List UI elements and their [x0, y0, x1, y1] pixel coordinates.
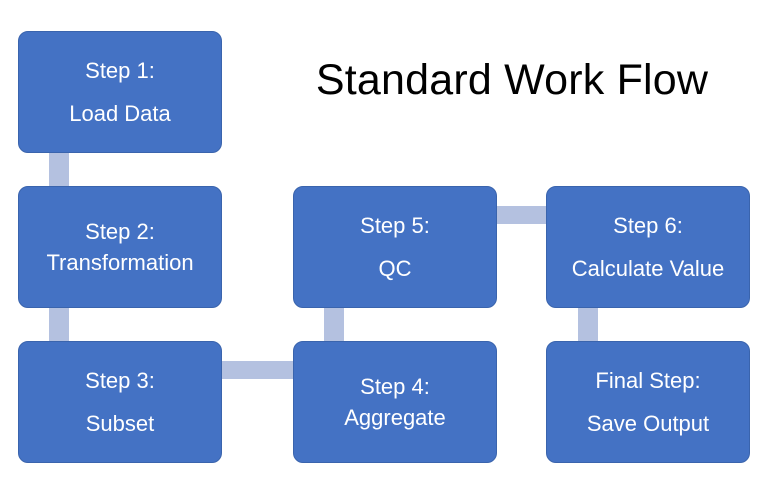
- step-2-label: Transformation: [46, 250, 194, 275]
- step-3-number: Step 3:: [85, 368, 155, 393]
- step-1-box: Step 1: Load Data: [18, 31, 222, 153]
- step-6-number: Step 6:: [613, 213, 683, 238]
- step-3-box: Step 3: Subset: [18, 341, 222, 463]
- final-step-box: Final Step: Save Output: [546, 341, 750, 463]
- connector-step2-step3: [49, 307, 69, 341]
- final-step-label: Save Output: [586, 411, 710, 436]
- connector-step3-step4: [222, 361, 293, 379]
- step-4-box: Step 4: Aggregate: [293, 341, 497, 463]
- step-2-number: Step 2:: [85, 219, 155, 244]
- step-5-number: Step 5:: [360, 213, 430, 238]
- connector-step5-step6: [497, 206, 546, 224]
- connector-step4-step5: [324, 307, 344, 341]
- step-5-box: Step 5: QC: [293, 186, 497, 308]
- connector-step1-step2: [49, 152, 69, 186]
- step-2-box: Step 2: Transformation: [18, 186, 222, 308]
- step-4-label: Aggregate: [344, 405, 446, 430]
- step-4-number: Step 4:: [360, 374, 430, 399]
- step-1-number: Step 1:: [85, 58, 155, 83]
- final-step-number: Final Step:: [595, 368, 701, 393]
- step-5-label: QC: [378, 256, 412, 281]
- step-6-label: Calculate Value: [571, 256, 725, 281]
- step-3-label: Subset: [85, 411, 155, 436]
- connector-step6-final: [578, 307, 598, 341]
- diagram-title: Standard Work Flow: [315, 56, 709, 104]
- step-1-label: Load Data: [69, 101, 171, 126]
- step-6-box: Step 6: Calculate Value: [546, 186, 750, 308]
